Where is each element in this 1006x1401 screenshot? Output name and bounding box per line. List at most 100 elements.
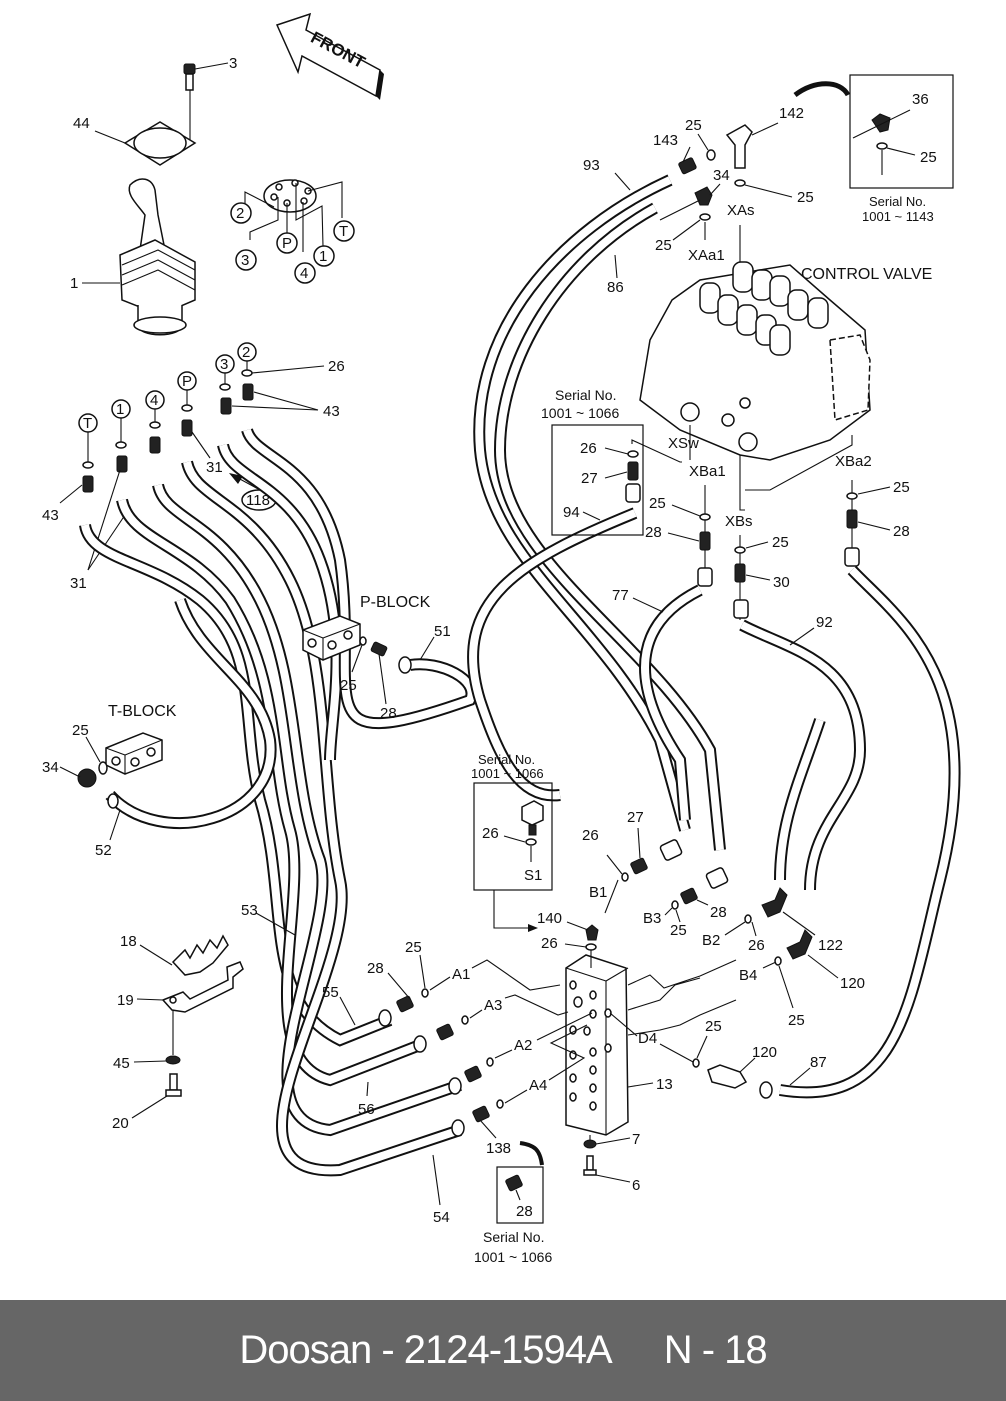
port-label-b3: B3 [643, 910, 661, 927]
part-number: 143 [653, 132, 678, 149]
inset-fitting-28 [505, 1174, 523, 1192]
part-number: 28 [710, 904, 727, 921]
port-label-xbs: XBs [725, 513, 753, 530]
part-number: 25 [72, 722, 89, 739]
part-number: 43 [323, 403, 340, 420]
port-p-label: P [182, 373, 192, 390]
serial-range: 1001 ~ 1066 [474, 1249, 552, 1265]
serial-label: Serial No. [555, 387, 616, 403]
port-label-b1: B1 [589, 884, 607, 901]
bolt-part [183, 62, 229, 142]
port-t-label: T [83, 415, 92, 432]
port-4-label: 4 [300, 265, 308, 282]
top-valve-fittings [659, 124, 753, 221]
port-p-label: P [282, 235, 292, 252]
part-number: 25 [772, 534, 789, 551]
part-number: 26 [748, 937, 765, 954]
serial-box-top-right [849, 74, 954, 189]
part-number: 26 [580, 440, 597, 457]
part-number: 52 [95, 842, 112, 859]
port-label-b4: B4 [739, 967, 757, 984]
port-circles-fittings: 3 2 P 4 1 T [78, 342, 257, 433]
front-arrow-icon: FRONT [275, 12, 384, 100]
port-3-label: 3 [241, 252, 249, 269]
part-number: 77 [612, 587, 629, 604]
part-number: 25 [788, 1012, 805, 1029]
part-number: 25 [405, 939, 422, 956]
port-t-label: T [339, 223, 348, 240]
part-number: 122 [818, 937, 843, 954]
hose-set-number: 118 [246, 492, 270, 509]
parts-diagram: FRONT 3 44 1 2 3 P 4 1 T [42, 12, 961, 1265]
port-label-xba1: XBa1 [689, 463, 726, 480]
part-number: 34 [42, 759, 59, 776]
part-number: 53 [241, 902, 258, 919]
part-number: 25 [649, 495, 666, 512]
part-number: 120 [752, 1044, 777, 1061]
inset-fitting-36 [852, 109, 916, 175]
b-side-fittings [621, 839, 813, 966]
part-number: 7 [632, 1131, 640, 1148]
part-number: 140 [537, 910, 562, 927]
part-number: 54 [433, 1209, 450, 1226]
part-number: 28 [893, 523, 910, 540]
port-label-xsw: XSw [668, 435, 699, 452]
inset-fitting-27 [625, 439, 682, 503]
port-label-a4: A4 [529, 1077, 547, 1094]
part-number: 19 [117, 992, 134, 1009]
port-label-xaa1: XAa1 [688, 247, 725, 264]
port-label-s1: S1 [524, 867, 542, 884]
serial-label: Serial No. [483, 1229, 544, 1245]
hose-93-86 [467, 174, 961, 1099]
serial-box-s1 [473, 782, 553, 891]
part-number: 30 [773, 574, 790, 591]
clamp-assembly [161, 934, 244, 1097]
footer-part-number: Doosan - 2124-1594A [239, 1328, 612, 1372]
part-number: 28 [380, 705, 397, 722]
xba2-fittings [844, 480, 860, 567]
port-circles-top: 2 3 P 4 1 T [230, 202, 355, 284]
serial-range: 1001 ~ 1143 [862, 209, 934, 224]
serial-box-bottom [496, 1166, 544, 1224]
part-number: 6 [632, 1177, 640, 1194]
part-number: 55 [322, 984, 339, 1001]
control-valve-part [639, 261, 871, 511]
control-valve-title: CONTROL VALVE [801, 266, 932, 283]
part-number: 44 [73, 115, 90, 132]
part-number: 31 [206, 459, 223, 476]
part-number: 27 [627, 809, 644, 826]
part-number: 31 [70, 575, 87, 592]
plate-part [123, 121, 197, 166]
part-number: 86 [607, 279, 624, 296]
part-number: 138 [486, 1140, 511, 1157]
serial-box-mid-left [551, 424, 644, 536]
hose-bundle-left [79, 427, 478, 1177]
port-4-label: 4 [150, 392, 158, 409]
part-number: 51 [434, 623, 451, 640]
port-label-d4: D4 [638, 1030, 657, 1047]
port-2-label: 2 [242, 344, 250, 361]
port-3-label: 3 [220, 356, 228, 373]
part-number: 26 [328, 358, 345, 375]
port-1-label: 1 [319, 248, 327, 265]
part-number: 92 [816, 614, 833, 631]
left-fittings [82, 361, 254, 493]
part-number: 26 [541, 935, 558, 952]
serial-range: 1001 ~ 1066 [471, 766, 544, 781]
serial-label: Serial No. [478, 752, 535, 767]
part-number: 20 [112, 1115, 129, 1132]
part-number: 28 [367, 960, 384, 977]
part-number: 3 [229, 55, 237, 72]
part-number: 25 [920, 149, 937, 166]
part-number: 36 [912, 91, 929, 108]
part-number: 25 [670, 922, 687, 939]
port-pattern-diagram [244, 179, 343, 252]
footer-page-number: N - 18 [663, 1328, 768, 1372]
xbs-fittings [733, 535, 749, 620]
port-label-xas: XAs [727, 202, 755, 219]
part-number: 13 [656, 1076, 673, 1093]
port-label-xba2: XBa2 [835, 453, 872, 470]
part-number: 87 [810, 1054, 827, 1071]
part-number: 25 [797, 189, 814, 206]
joystick-part [119, 178, 196, 336]
